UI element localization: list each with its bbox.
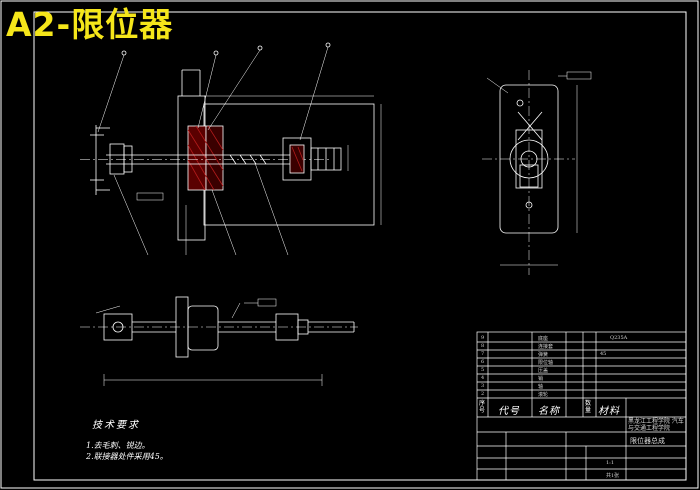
part-row-number: 5 — [481, 367, 485, 373]
col-header-seq: 序号 — [479, 400, 486, 414]
part-name: 轴 — [538, 384, 544, 390]
col-header-name: 名称 — [538, 406, 560, 417]
tech-requirement-1: 1.去毛刺、锐边。 — [86, 441, 150, 450]
part-row-number: 6 — [481, 359, 485, 365]
title-block — [476, 331, 687, 481]
inner-border — [33, 11, 687, 481]
part-row-number: 2 — [481, 391, 485, 397]
part-name: 滚轮 — [538, 392, 549, 398]
part-row-number: 7 — [481, 351, 485, 357]
part-material: Q235A — [610, 335, 628, 341]
top-view — [80, 296, 358, 386]
part-name: 压盖 — [538, 368, 549, 374]
col-header-qty: 数量 — [585, 400, 592, 414]
col-header-code: 代号 — [498, 406, 520, 417]
tech-requirement-2: 2.联接器处件采用45。 — [86, 452, 168, 461]
part-row-number: 3 — [481, 383, 485, 389]
part-row-number: 8 — [481, 343, 485, 349]
drawing-title: A2-限位器 — [6, 5, 174, 44]
part-name: 弹簧 — [538, 352, 549, 358]
main-section-view — [80, 42, 382, 256]
tech-requirements-heading: 技术要求 — [92, 420, 140, 431]
side-view — [482, 70, 592, 275]
part-row-number: 4 — [481, 375, 485, 381]
part-row-number: 9 — [481, 335, 485, 341]
scale-value: 1:1 — [606, 460, 615, 466]
part-name: 底座 — [538, 336, 549, 342]
part-name: 连接套 — [538, 344, 554, 350]
part-name: 销 — [538, 376, 544, 382]
part-name: 限位轴 — [538, 360, 554, 366]
sheet-count: 共1张 — [606, 473, 620, 479]
drawing-name: 限位器总成 — [630, 437, 665, 445]
school-name: 黑龙江工程学院 汽车与交通工程学院 — [628, 418, 684, 432]
part-material: 45 — [600, 351, 607, 357]
col-header-material: 材料 — [598, 406, 620, 417]
